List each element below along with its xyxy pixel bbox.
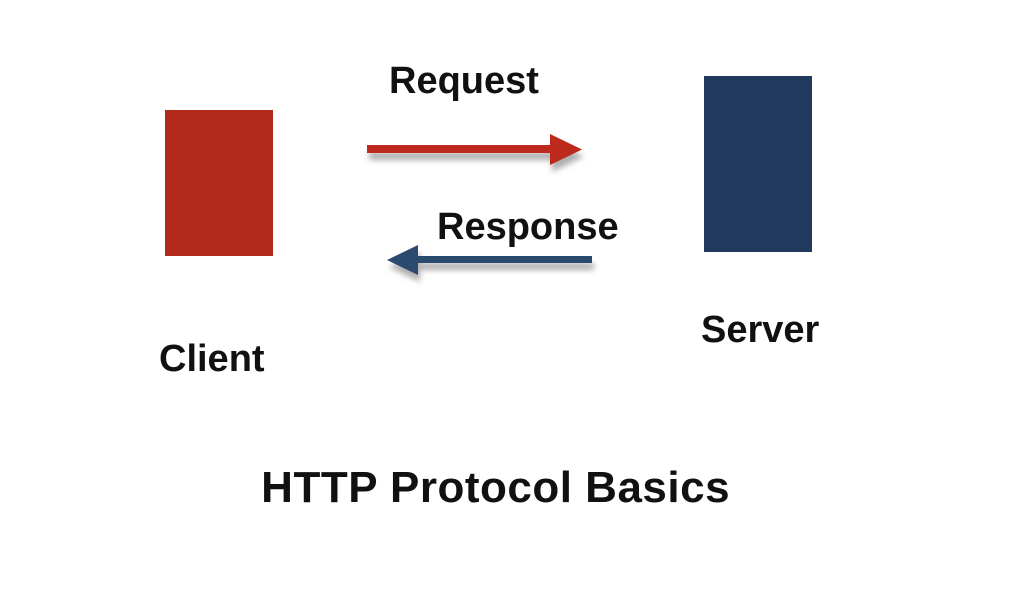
server-label: Server bbox=[701, 309, 820, 351]
response-arrow-icon bbox=[387, 245, 592, 275]
server-node bbox=[704, 76, 812, 252]
request-arrow-icon bbox=[367, 134, 582, 165]
diagram-title: HTTP Protocol Basics bbox=[261, 463, 731, 512]
response-arrow-shaft bbox=[413, 256, 592, 263]
request-arrow-shaft bbox=[367, 145, 553, 153]
client-label: Client bbox=[159, 338, 265, 380]
response-arrow-head bbox=[387, 245, 418, 275]
request-label: Request bbox=[389, 60, 539, 102]
response-label: Response bbox=[437, 206, 619, 248]
client-node bbox=[165, 110, 273, 256]
request-arrow-head bbox=[550, 134, 582, 165]
